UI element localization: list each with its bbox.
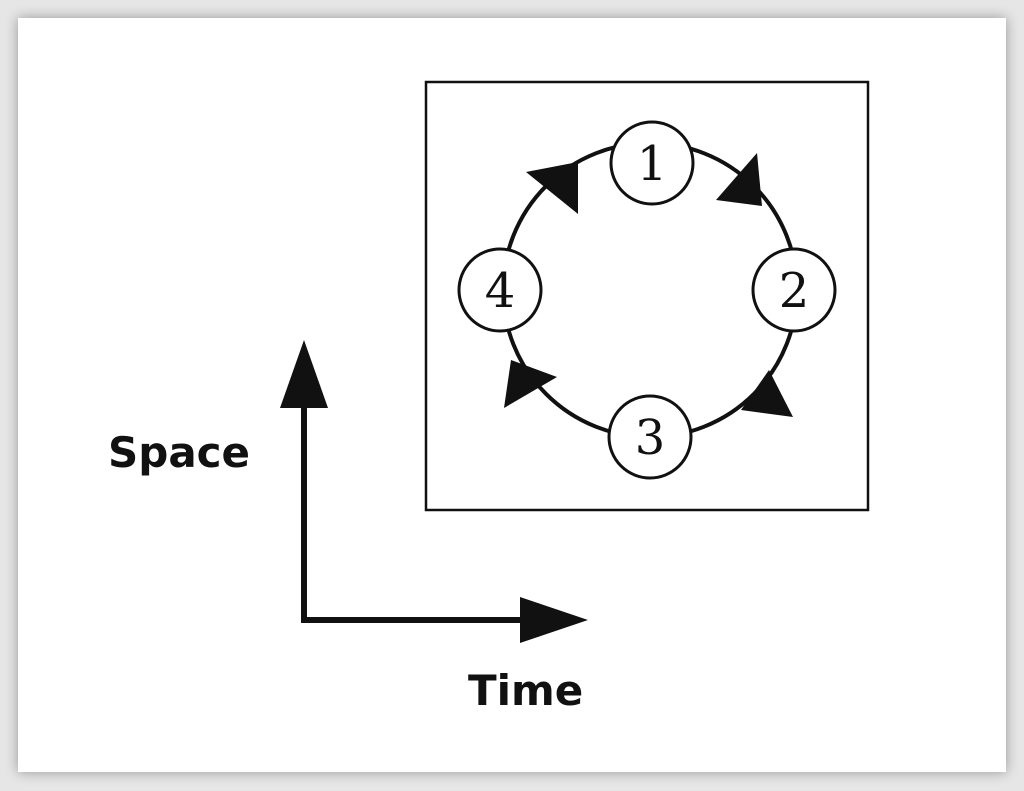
cycle-node-label: 2 — [779, 263, 810, 319]
cycle-arrow-2-3 — [741, 370, 793, 417]
cycle-arrow-3-4 — [504, 360, 557, 408]
cycle-node-label: 4 — [485, 263, 516, 319]
space-axis-arrowhead — [280, 340, 328, 408]
cycle-arrow-4-1 — [526, 162, 578, 214]
time-axis-arrowhead — [520, 597, 588, 643]
cycle-arrow-1-2 — [716, 153, 762, 206]
cycle-node-2 — [751, 247, 837, 333]
cycle-node-label: 3 — [635, 410, 666, 466]
cycle-node-1 — [609, 120, 695, 206]
cycle-node-label: 1 — [637, 136, 668, 192]
cycle-frame — [424, 80, 870, 512]
space-axis-label: Space — [108, 428, 251, 477]
cycle-node-4 — [457, 247, 543, 333]
cycle-node-3 — [607, 394, 693, 480]
time-axis-label: Time — [468, 666, 584, 715]
